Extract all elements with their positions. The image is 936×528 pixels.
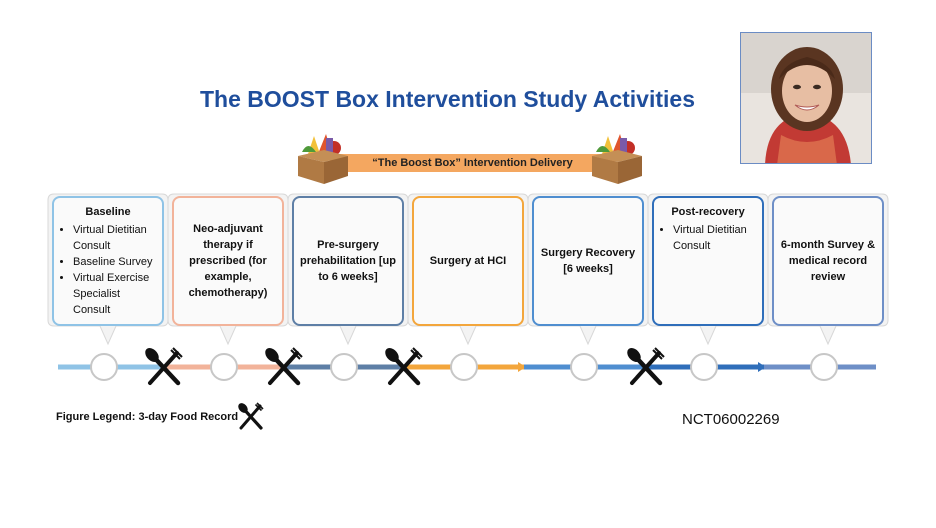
figure-legend: Figure Legend: 3-day Food Record — [56, 411, 239, 423]
stage-card-body: 6-month Survey & medical record review — [772, 196, 884, 326]
stage-bullet: Baseline Survey — [73, 254, 157, 270]
timeline-node — [570, 353, 598, 381]
stage-title: 6-month Survey & medical record review — [780, 239, 876, 283]
stage-title: Baseline — [85, 206, 131, 218]
food-box-icon — [592, 134, 642, 184]
stage-card-4: Surgery at HCI — [407, 193, 529, 346]
timeline-arrow — [758, 362, 766, 372]
fork-and-spoon-icon — [627, 347, 665, 386]
fork-and-spoon-icon — [265, 347, 303, 386]
stage-bullet: Virtual Dietitian Consult — [673, 222, 757, 254]
stage-bullets: Virtual Dietitian ConsultBaseline Survey… — [59, 222, 157, 318]
timeline-node — [210, 353, 238, 381]
timeline-arrow — [518, 362, 526, 372]
stage-bullet: Virtual Exercise Specialist Consult — [73, 270, 157, 318]
stage-card-body: Surgery at HCI — [412, 196, 524, 326]
fork-and-spoon-icon — [385, 347, 423, 386]
timeline-node — [450, 353, 478, 381]
stage-card-7: 6-month Survey & medical record review — [767, 193, 889, 346]
stage-card-5: Surgery Recovery [6 weeks] — [527, 193, 649, 346]
stage-card-1: BaselineVirtual Dietitian ConsultBaselin… — [47, 193, 169, 346]
trial-id: NCT06002269 — [682, 411, 780, 428]
stage-card-body: Pre-surgery prehabilitation [up to 6 wee… — [292, 196, 404, 326]
timeline-node — [810, 353, 838, 381]
stage-title: Post-recovery — [671, 206, 745, 218]
stage-bullets: Virtual Dietitian Consult — [659, 222, 757, 254]
portrait-photo — [740, 32, 872, 164]
stage-title: Pre-surgery prehabilitation [up to 6 wee… — [300, 239, 396, 283]
stage-bullet: Virtual Dietitian Consult — [73, 222, 157, 254]
fork-and-spoon-icon — [238, 402, 264, 430]
stage-title: Surgery at HCI — [429, 255, 507, 267]
timeline-node — [330, 353, 358, 381]
stage-card-body: Post-recoveryVirtual Dietitian Consult — [652, 196, 764, 326]
delivery-bar: “The Boost Box” Intervention Delivery — [330, 154, 615, 172]
stage-title: Surgery Recovery [6 weeks] — [540, 247, 636, 275]
timeline — [58, 347, 876, 386]
timeline-node — [690, 353, 718, 381]
stage-card-6: Post-recoveryVirtual Dietitian Consult — [647, 193, 769, 346]
stage-card-body: Neo-adjuvant therapy if prescribed (for … — [172, 196, 284, 326]
stage-card-3: Pre-surgery prehabilitation [up to 6 wee… — [287, 193, 409, 346]
timeline-node — [90, 353, 118, 381]
fork-and-spoon-icon — [145, 347, 183, 386]
stage-card-2: Neo-adjuvant therapy if prescribed (for … — [167, 193, 289, 346]
stage-card-body: Surgery Recovery [6 weeks] — [532, 196, 644, 326]
food-box-icon — [298, 134, 348, 184]
stage-title: Neo-adjuvant therapy if prescribed (for … — [188, 223, 268, 299]
diagram-title: The BOOST Box Intervention Study Activit… — [200, 86, 695, 112]
stage-card-body: BaselineVirtual Dietitian ConsultBaselin… — [52, 196, 164, 326]
